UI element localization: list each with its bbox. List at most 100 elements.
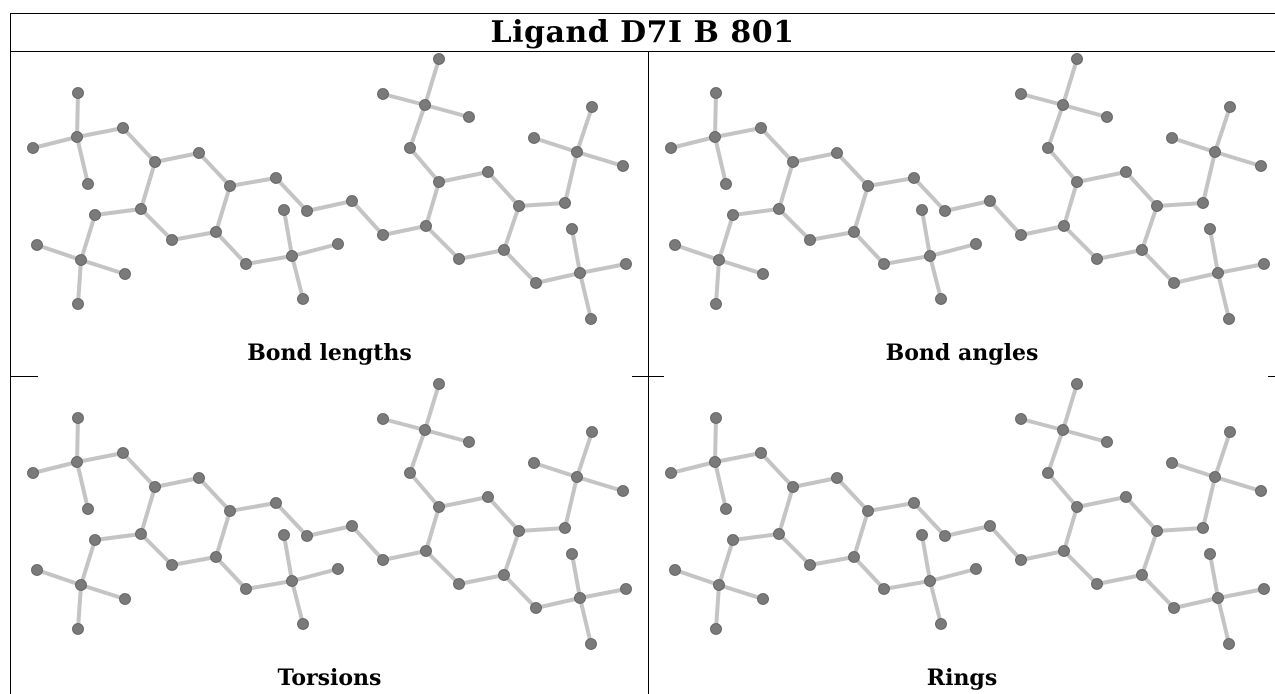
atom bbox=[1258, 583, 1270, 595]
atom bbox=[270, 172, 282, 184]
bond bbox=[381, 417, 427, 432]
atom bbox=[878, 258, 890, 270]
atom bbox=[1197, 522, 1209, 534]
atom bbox=[1255, 160, 1267, 172]
bond bbox=[1208, 227, 1220, 275]
bond bbox=[791, 476, 839, 489]
bond bbox=[943, 199, 992, 213]
bond bbox=[423, 382, 441, 432]
atom bbox=[984, 520, 996, 532]
atom bbox=[1209, 471, 1221, 483]
bond bbox=[35, 568, 83, 587]
bond bbox=[1201, 475, 1217, 530]
bond bbox=[713, 135, 728, 186]
atom bbox=[620, 583, 632, 595]
title-divider bbox=[10, 51, 1275, 52]
atom bbox=[528, 132, 540, 144]
atom bbox=[970, 238, 982, 250]
bond bbox=[214, 230, 248, 266]
bond bbox=[350, 199, 385, 237]
bond bbox=[153, 476, 201, 489]
bond bbox=[943, 524, 992, 538]
atom bbox=[528, 457, 540, 469]
bond bbox=[31, 460, 79, 475]
atom bbox=[377, 554, 389, 566]
atom bbox=[278, 204, 290, 216]
bond bbox=[1213, 430, 1232, 479]
panel-caption: Rings bbox=[926, 665, 998, 691]
atom bbox=[1136, 244, 1148, 256]
atom bbox=[332, 238, 344, 250]
atom bbox=[135, 528, 147, 540]
bond bbox=[578, 262, 628, 275]
atom bbox=[297, 618, 309, 630]
bond bbox=[713, 451, 763, 464]
atom bbox=[665, 467, 677, 479]
atom bbox=[710, 623, 722, 635]
atom bbox=[377, 88, 389, 100]
bond bbox=[139, 207, 174, 242]
atom bbox=[72, 623, 84, 635]
panel-caption: Torsions bbox=[277, 665, 382, 691]
atom bbox=[586, 426, 598, 438]
bond bbox=[852, 509, 870, 559]
atom bbox=[31, 564, 43, 576]
atom bbox=[1058, 220, 1070, 232]
bond bbox=[502, 529, 521, 577]
bond bbox=[170, 230, 218, 242]
atom bbox=[482, 166, 494, 178]
atom bbox=[301, 530, 313, 542]
atom bbox=[939, 530, 951, 542]
bond bbox=[1046, 428, 1065, 475]
atom bbox=[935, 618, 947, 630]
bond bbox=[563, 475, 579, 530]
bond bbox=[153, 151, 201, 164]
atom bbox=[1168, 602, 1180, 614]
bond bbox=[486, 170, 521, 208]
bond bbox=[517, 526, 567, 533]
atom bbox=[787, 481, 799, 493]
bond bbox=[1019, 92, 1065, 107]
atom bbox=[498, 569, 510, 581]
atom bbox=[420, 220, 432, 232]
panel-bond-lengths: Bond lengths bbox=[11, 52, 648, 376]
atom bbox=[1209, 146, 1221, 158]
bond bbox=[1062, 505, 1079, 553]
bond bbox=[1061, 382, 1079, 432]
atom bbox=[559, 197, 571, 209]
bond bbox=[214, 184, 232, 234]
bond bbox=[669, 460, 717, 475]
bond bbox=[1216, 262, 1266, 275]
bond bbox=[423, 103, 471, 119]
bond bbox=[1208, 552, 1220, 600]
bond bbox=[244, 254, 294, 266]
bond bbox=[274, 501, 309, 538]
bond bbox=[1170, 461, 1217, 479]
atom bbox=[1071, 501, 1083, 513]
atom bbox=[757, 268, 769, 280]
atom bbox=[585, 313, 597, 325]
bond bbox=[575, 475, 625, 493]
atom bbox=[755, 447, 767, 459]
atom bbox=[710, 412, 722, 424]
atom bbox=[530, 602, 542, 614]
bond bbox=[282, 208, 294, 258]
atom bbox=[804, 559, 816, 571]
atom bbox=[1224, 426, 1236, 438]
bond bbox=[578, 587, 628, 600]
atom bbox=[346, 195, 358, 207]
bond bbox=[290, 254, 305, 301]
atom bbox=[720, 503, 732, 515]
bond bbox=[988, 524, 1023, 562]
bond bbox=[759, 451, 795, 489]
atom bbox=[727, 209, 739, 221]
atom bbox=[727, 534, 739, 546]
atom bbox=[297, 293, 309, 305]
atom bbox=[240, 583, 252, 595]
bond bbox=[882, 579, 932, 591]
bond bbox=[731, 532, 781, 542]
bond bbox=[290, 242, 340, 258]
atom bbox=[571, 471, 583, 483]
atom bbox=[1057, 99, 1069, 111]
atom bbox=[617, 160, 629, 172]
